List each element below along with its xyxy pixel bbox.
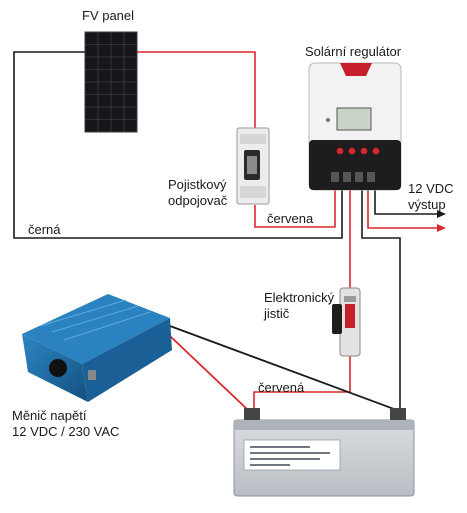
electronic-breaker-label: Elektronický jistič [264, 290, 335, 321]
red-wire-output [367, 190, 446, 232]
red-wire-inverter-to-battery [169, 335, 249, 411]
battery [233, 408, 415, 497]
black-wire-pv-negative [13, 51, 343, 239]
inverter [22, 294, 172, 402]
pv-panel-label: FV panel [82, 8, 135, 23]
charge-controller-label: Solární regulátor [305, 44, 402, 59]
fuse-disconnector-label: Pojistkový odpojovač [168, 177, 228, 208]
inverter-label: Měnič napětí 12 VDC / 230 VAC [12, 408, 120, 439]
black-wire-output [374, 190, 446, 218]
red-wire-top-label: červena [267, 211, 314, 226]
red-wire-bottom-label: červená [258, 380, 305, 395]
black-wire-inverter-to-battery [169, 325, 403, 413]
red-wire-disconnector-to-controller [254, 190, 336, 228]
black-wire-battery-negative [361, 190, 401, 412]
pv-panel [84, 31, 138, 133]
red-wire-pv-positive [137, 51, 256, 128]
output-label: 12 VDC výstup [408, 181, 454, 212]
charge-controller [308, 62, 402, 191]
red-wire-breaker-to-battery [253, 356, 351, 410]
electronic-breaker [332, 287, 361, 357]
black-wire-label: černá [28, 222, 61, 237]
fuse-disconnector [236, 127, 270, 205]
